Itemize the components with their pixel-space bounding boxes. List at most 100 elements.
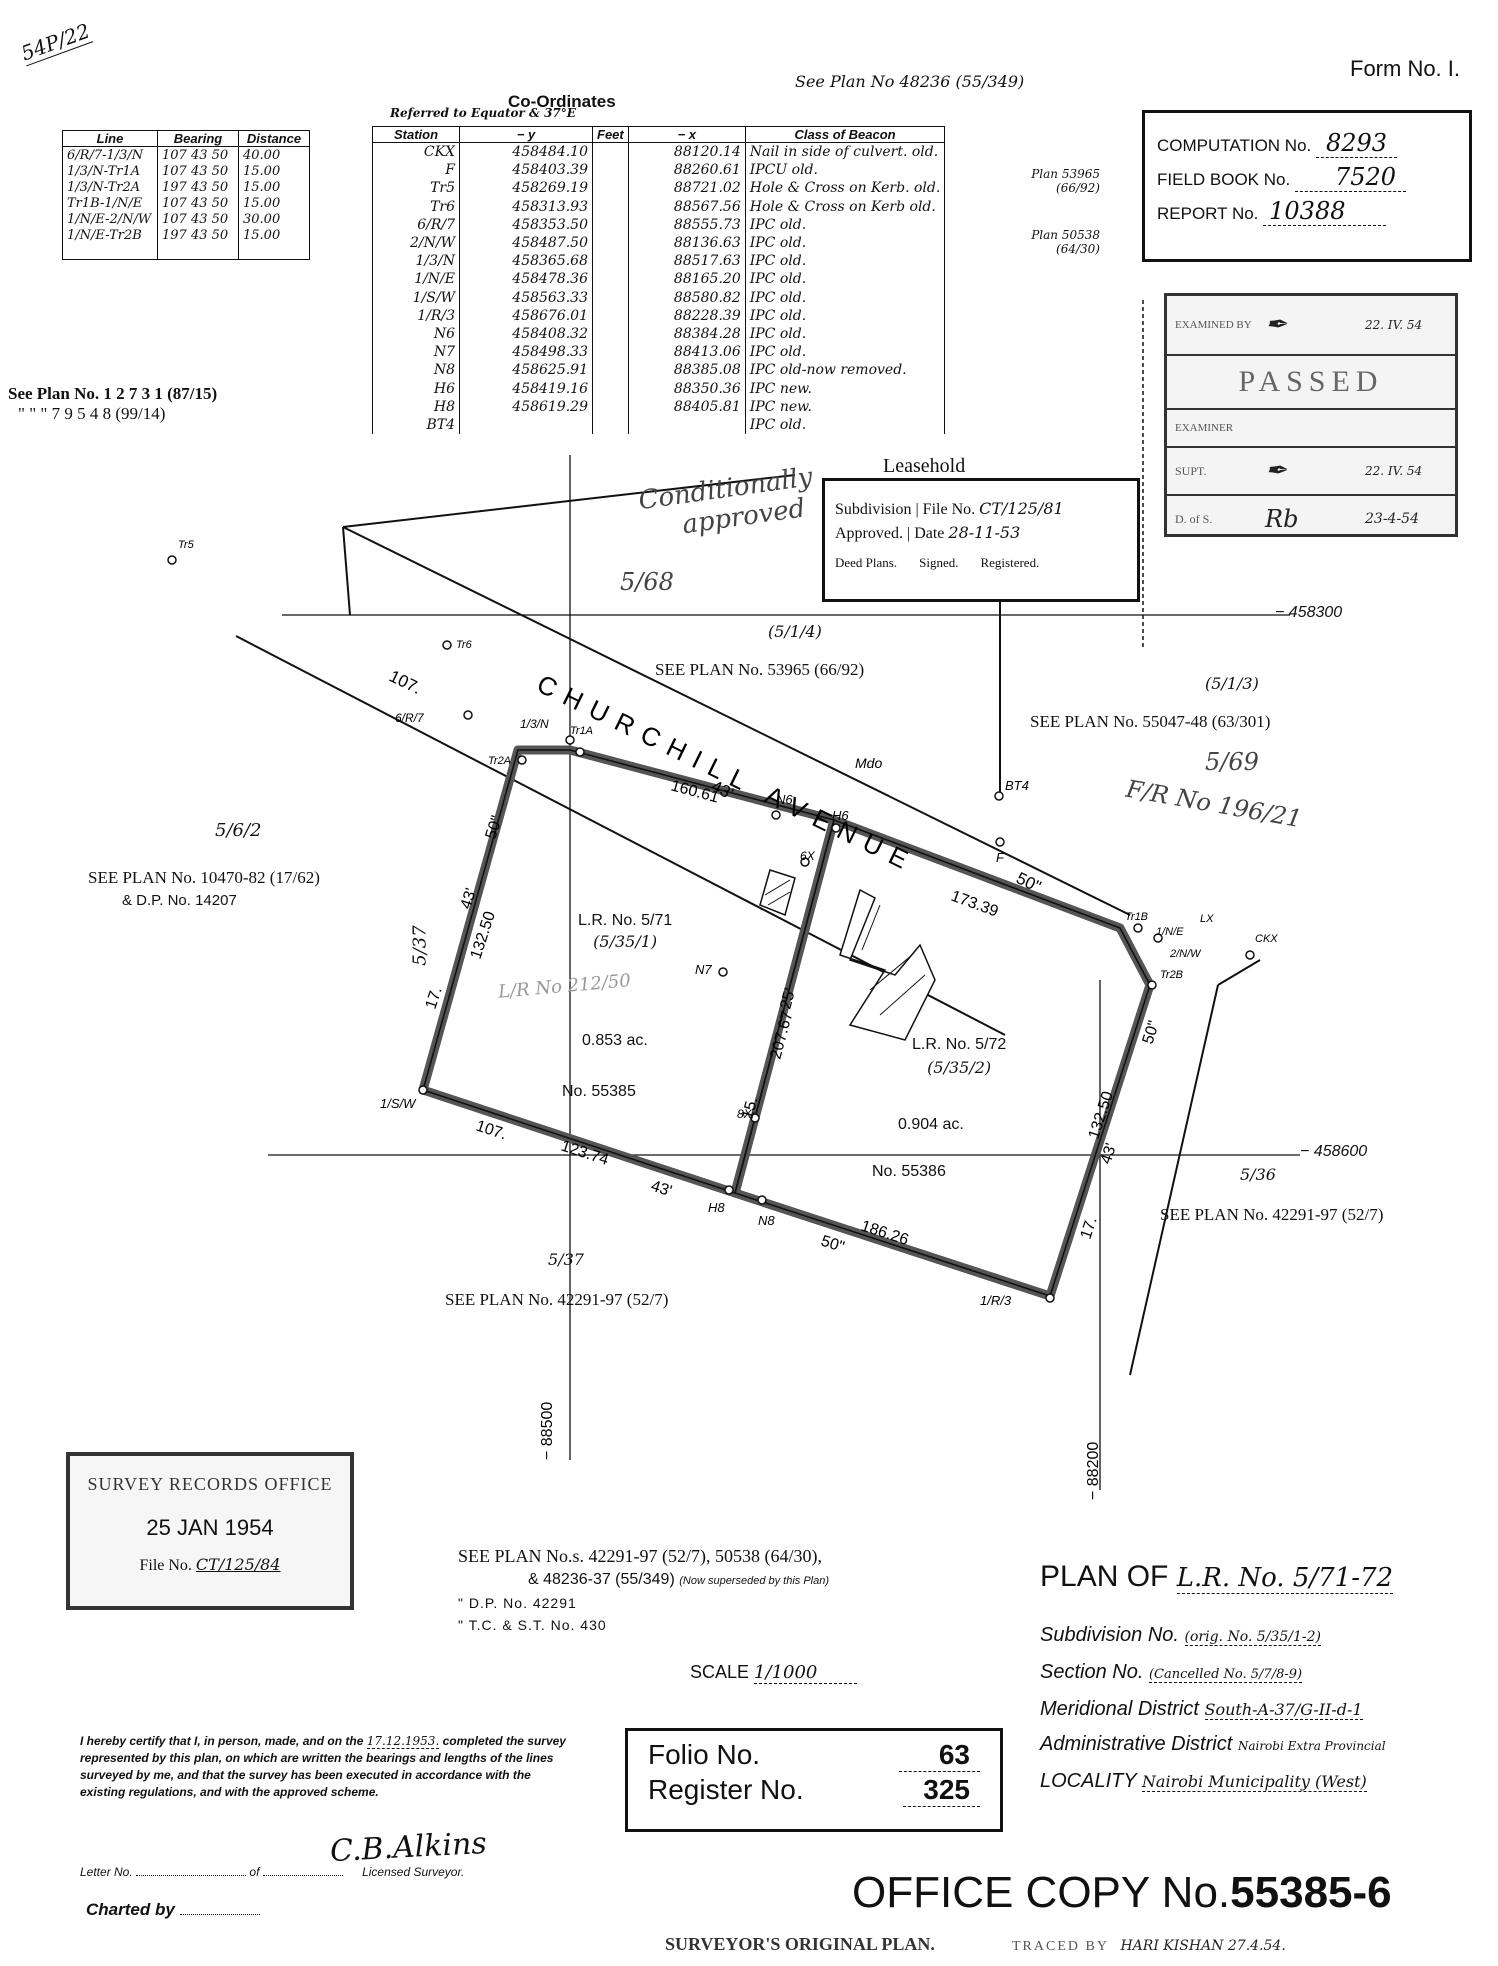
locality-label: LOCALITY (1040, 1770, 1137, 1792)
survey-records-stamp: SURVEY RECORDS OFFICE 25 JAN 1954 File N… (66, 1452, 354, 1610)
col-feet: Feet (592, 126, 629, 143)
parcel-572-lr: L.R. No. 5/72 (912, 1036, 1007, 1053)
passed-stamp: EXAMINED BY ✒ 22. IV. 54 PASSED EXAMINER… (1164, 293, 1458, 537)
coord-class-cell: Nail in side of culvert. old. (744, 142, 946, 162)
coord-station-cell: 6/R/7 (372, 215, 460, 234)
see-plan-42291-bottom-text: SEE PLAN No. 42291-97 (52/7) (445, 1290, 669, 1309)
bottom-ref-tc: " T.C. & S.T. No. 430 (458, 1617, 607, 1633)
coord-station-cell: H8 (372, 397, 460, 416)
beacon-ckx (1245, 950, 1255, 960)
see-plan-42291-right: SEE PLAN No. 42291-97 (52/7) (1160, 1205, 1383, 1225)
office-copy-value: 55385-6 (1230, 1868, 1392, 1917)
traced-by-label: TRACED BY (1012, 1939, 1109, 1954)
bear-43-left: 43' (458, 886, 481, 911)
dp-14207: & D.P. No. 14207 (122, 892, 237, 909)
bottom-ref-dp: " D.P. No. 42291 (458, 1595, 577, 1611)
beacon-f (995, 837, 1005, 847)
road-east-kerb (1129, 984, 1219, 1376)
road-east-kerb-2 (1217, 959, 1261, 986)
leasehold-deed: Deed Plans. (835, 555, 898, 570)
see-plan-left: See Plan No. 1 2 7 3 1 (87/15) " " " 7 9… (8, 384, 217, 424)
bearing-line-cell: 1/N/E-2/N/W (62, 211, 158, 227)
coord-station-cell: Tr6 (372, 197, 460, 216)
station-tr1b: Tr1B (1125, 911, 1148, 923)
ref-513: (5/1/3) (1205, 674, 1259, 693)
coord-class-cell: IPC old. (744, 324, 946, 344)
see-plan-top: See Plan No 48236 (55/349) (795, 72, 1025, 91)
building-hatching (764, 879, 926, 1016)
bottom-ref-line1: SEE PLAN No.s. 42291-97 (52/7), 50538 (6… (458, 1546, 1058, 1567)
coord-station-cell: N6 (372, 324, 460, 344)
station-tr5: Tr5 (178, 539, 195, 551)
coord-class-cell: IPC new. (744, 397, 946, 416)
plan-details: Subdivision No. (orig. No. 5/35/1-2) Sec… (1040, 1618, 1386, 1799)
coord-station-cell: 1/S/W (372, 288, 460, 307)
letter-no-line (136, 1875, 247, 1876)
leasehold-stamp: Leasehold Subdivision | File No. CT/125/… (822, 455, 1140, 602)
bottom-references: SEE PLAN No.s. 42291-97 (52/7), 50538 (6… (458, 1546, 1058, 1633)
meridional-value: South-A-37/G-II-d-1 (1204, 1700, 1363, 1720)
charted-row: Charted by (86, 1900, 260, 1920)
col-class: Class of Beacon (744, 126, 946, 143)
ref-537-left: 5/37 (409, 925, 431, 966)
coord-station-cell: N7 (372, 343, 460, 362)
survey-records-file: File No. CT/125/84 (70, 1555, 350, 1575)
coord-y-cell: 458478.36 (459, 270, 593, 289)
coord-class-cell: Hole & Cross on Kerb. old. (744, 179, 946, 198)
beacon-tr2a (517, 755, 527, 765)
licensed-surveyor-label: Licensed Surveyor. (362, 1865, 465, 1879)
bear-17-left: 17. (423, 985, 446, 1011)
coord-class-cell: IPC old. (744, 343, 946, 362)
coord-station-cell: 2/N/W (372, 233, 460, 253)
supt-date: 22. IV. 54 (1365, 464, 1423, 478)
beacon-6x (800, 857, 810, 867)
station-n8: N8 (758, 1213, 775, 1228)
coord-y-cell: 458484.10 (459, 142, 593, 162)
beacon-h8 (724, 1185, 734, 1195)
examined-row: EXAMINED BY ✒ 22. IV. 54 (1167, 296, 1455, 356)
coord-x-cell: 88228.39 (627, 306, 746, 325)
beacon-13n (565, 735, 575, 745)
coord-x-cell: 88580.82 (627, 288, 746, 307)
coord-x-cell: 88120.14 (627, 142, 746, 162)
cert-date: 17.12.1953. (366, 1734, 440, 1749)
beacon-6r7 (463, 710, 473, 720)
supt-signature-mark: ✒ (1265, 456, 1287, 486)
bear-43-bottom: 43' (649, 1178, 674, 1201)
coord-y-cell: 458676.01 (459, 306, 593, 325)
beacons (167, 555, 1255, 1303)
coord-station-cell: 1/N/E (372, 270, 460, 289)
bear-25-mid: 25' (777, 986, 799, 1011)
coord-x-cell: 88405.81 (627, 397, 746, 416)
leasehold-registered: Registered. (980, 555, 1040, 570)
register-row: Register No. 325 (648, 1774, 980, 1807)
leasehold-sep1: | (915, 501, 919, 518)
station-tr2a: Tr2A (488, 755, 511, 767)
coord-x-cell: 88567.56 (627, 197, 746, 216)
station-1sw: 1/S/W (380, 1096, 417, 1111)
coord-x-cell: 88136.63 (627, 233, 746, 253)
admin-label: Administrative District (1040, 1733, 1233, 1755)
bottom-ref-line2-note: (Now superseded by this Plan) (679, 1575, 830, 1587)
beacon-8x (750, 1113, 760, 1123)
dist-173: 173.39 (949, 888, 1001, 921)
letter-row: Letter No. of Licensed Surveyor. (80, 1865, 464, 1879)
bearing-distance-cell: 40.00 (238, 146, 310, 163)
subdivision-label: Subdivision No. (1040, 1624, 1179, 1646)
grid-label-88500: − 88500 (539, 1402, 556, 1460)
coordinates-title: Co-Ordinates (508, 92, 616, 111)
beacon-n8 (757, 1195, 767, 1205)
see-plan-55047-text: SEE PLAN No. 55047-48 (63/301) (1030, 712, 1271, 731)
coord-class-cell: IPC old-now removed. (744, 361, 946, 380)
coord-y-cell: 458365.68 (459, 252, 593, 271)
